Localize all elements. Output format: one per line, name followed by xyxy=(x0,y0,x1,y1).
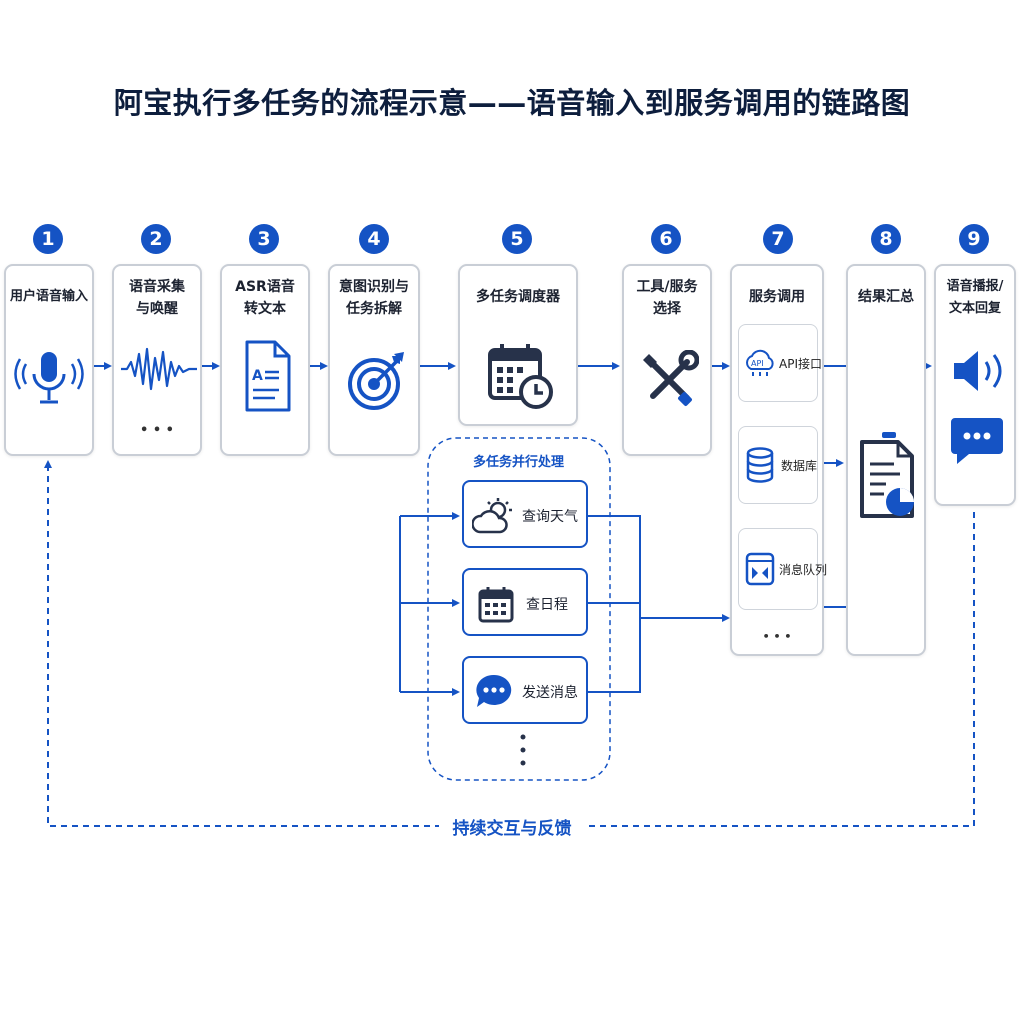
task-label: 发送消息 xyxy=(522,685,578,701)
target-icon xyxy=(348,352,404,410)
calendar-clock-icon xyxy=(488,344,553,409)
cloud-api-icon: API xyxy=(746,349,774,376)
message-queue-icon xyxy=(745,552,775,586)
step-label: 语音播报/ 文本回复 xyxy=(946,279,1004,316)
speaker-icon xyxy=(954,351,1002,391)
message-bubble-icon xyxy=(476,674,512,707)
step-number-2: 2 xyxy=(141,224,171,254)
parallel-group-label: 多任务并行处理 xyxy=(473,455,565,470)
step-label: 工具/服务 选择 xyxy=(636,279,698,317)
step-tool-service-selection: 工具/服务 选择 xyxy=(622,264,712,456)
task-label: 查日程 xyxy=(526,597,568,613)
step-service-invocation: 服务调用 API API接口 数据库 消息队列 • • • xyxy=(730,264,827,656)
svg-text:A: A xyxy=(252,368,263,384)
step-number-6: 6 xyxy=(651,224,681,254)
task-check-schedule: 查日程 xyxy=(462,568,588,636)
document-text-icon: A xyxy=(245,340,291,412)
task-send-message: 发送消息 xyxy=(462,656,588,724)
step-label: 意图识别与 任务拆解 xyxy=(339,279,409,317)
step-number-1: 1 xyxy=(33,224,63,254)
step-number-4: 4 xyxy=(359,224,389,254)
service-label: API接口 xyxy=(779,357,822,371)
feedback-text: 持续交互与反馈 xyxy=(438,819,586,839)
service-api: API API接口 xyxy=(738,324,822,402)
microphone-icon xyxy=(14,352,84,404)
tools-icon xyxy=(643,350,699,406)
step-label: ASR语音 转文本 xyxy=(235,279,295,317)
step-intent-recognition: 意图识别与 任务拆解 xyxy=(328,264,420,456)
step-number-3: 3 xyxy=(249,224,279,254)
step-asr-speech-to-text: ASR语音 转文本 A xyxy=(220,264,310,456)
task-label: 查询天气 xyxy=(522,509,578,525)
feedback-loop-label: 持续交互与反馈 xyxy=(0,814,1024,839)
report-icon xyxy=(860,432,914,518)
step-label: 服务调用 xyxy=(749,289,805,305)
sound-wave-icon xyxy=(121,347,197,391)
step-number-5: 5 xyxy=(502,224,532,254)
step-number-8: 8 xyxy=(871,224,901,254)
weather-icon xyxy=(472,498,512,534)
vertical-ellipsis xyxy=(520,734,526,766)
service-database: 数据库 xyxy=(738,426,818,504)
step-number-9: 9 xyxy=(959,224,989,254)
step-label: 结果汇总 xyxy=(858,289,914,305)
step-voice-text-reply: 语音播报/ 文本回复 xyxy=(934,264,1016,506)
service-label: 数据库 xyxy=(781,459,818,473)
task-query-weather: 查询天气 xyxy=(462,480,588,548)
step-label: 用户语音输入 xyxy=(9,289,88,304)
step-multi-task-scheduler: 多任务调度器 xyxy=(458,264,578,426)
step-label: 多任务调度器 xyxy=(476,289,560,305)
page-title: 阿宝执行多任务的流程示意——语音输入到服务调用的链路图 xyxy=(113,86,911,120)
ellipsis: • • • xyxy=(140,423,174,438)
chat-bubble-icon xyxy=(951,418,1003,464)
api-icon-text: API xyxy=(751,359,764,368)
ellipsis: • • • xyxy=(762,630,792,643)
step-result-aggregation: 结果汇总 xyxy=(846,264,926,656)
calendar-icon xyxy=(478,587,514,623)
step-number-7: 7 xyxy=(763,224,793,254)
service-message-queue: 消息队列 xyxy=(738,528,827,610)
step-user-voice-input: 用户语音输入 xyxy=(4,264,94,456)
step-voice-capture-wakeup: 语音采集 与唤醒 • • • xyxy=(112,264,202,456)
step-label: 语音采集 与唤醒 xyxy=(129,279,185,317)
database-icon xyxy=(746,447,774,483)
service-label: 消息队列 xyxy=(779,563,828,577)
